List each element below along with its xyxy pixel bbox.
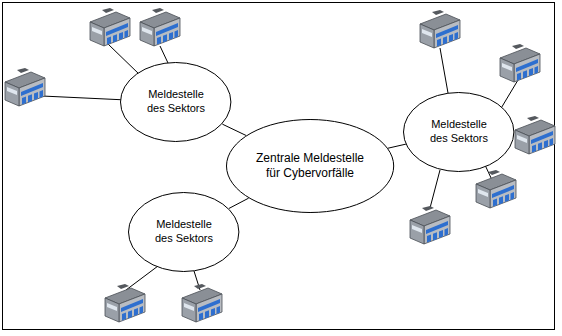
node-label: Zentrale Meldestelle für Cybervorfälle [255,151,365,181]
sector-ellipse: Meldestelle des Sektors [120,62,231,142]
node-label: Meldestelle des Sektors [149,218,219,246]
connector-line [388,144,406,148]
sector-ellipse: Meldestelle des Sektors [128,192,239,272]
node-label: Meldestelle des Sektors [141,88,211,116]
node-label: Meldestelle des Sektors [424,118,494,146]
sector-ellipse: Meldestelle des Sektors [403,92,514,172]
connector-line [229,198,249,208]
connector-line [222,124,246,135]
central-ellipse: Zentrale Meldestelle für Cybervorfälle [226,119,394,213]
